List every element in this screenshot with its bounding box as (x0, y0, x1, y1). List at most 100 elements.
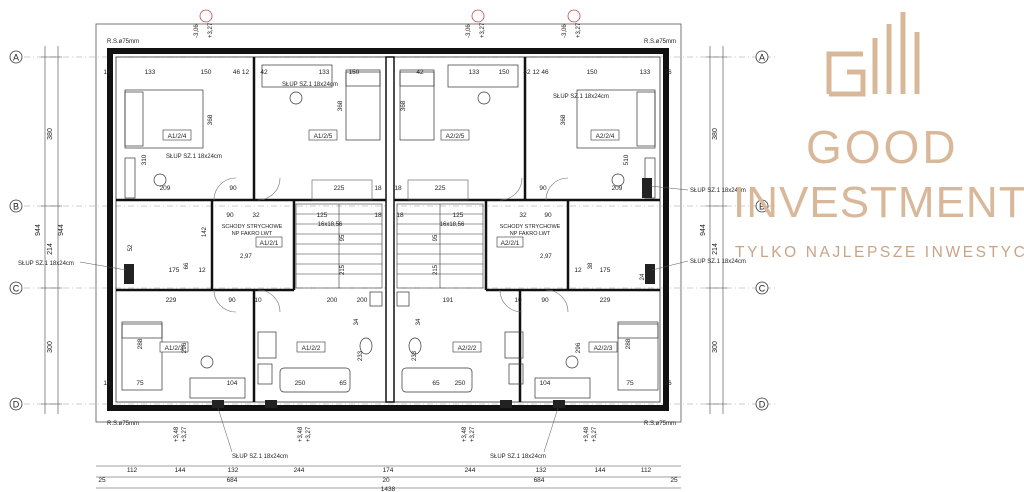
dim-top-12: 133 (640, 69, 651, 76)
level-side-1: -3,06 (194, 24, 200, 38)
dim-misc-4: 215 (433, 264, 439, 275)
vent-label-top-left: R.S.ø75mm (107, 39, 139, 45)
dim-top-9: 150 (499, 69, 510, 76)
level-bottom-2: +3,48 (298, 426, 304, 442)
dim-inner-b-1: 12 (198, 267, 206, 274)
column-label-3: SŁUP SZ.1 18x24cm (166, 154, 222, 160)
level-marks: +3,27 -3,06 +3,27 -3,06 +3,27 -3,06 2,97… (174, 9, 598, 442)
dim-right-380: 380 (712, 128, 719, 140)
dim-mid-2: 225 (334, 185, 345, 192)
dim-misc-13: 52 (128, 244, 134, 251)
dim-bottom-4: 65 (339, 380, 347, 387)
dim-misc-11: 24 (130, 273, 136, 280)
grid-label-a-left: A (13, 53, 19, 63)
stair-dims-right: 16x18,56 (440, 222, 465, 228)
stair-dims-left: 16x18,56 (318, 222, 343, 228)
dim-lower-4: 200 (357, 297, 368, 304)
staircase-right (396, 203, 484, 289)
dim-right-214: 214 (712, 243, 719, 255)
room-tag-a1-2-4: A1/2/4 (168, 133, 187, 140)
dim-top-13: 16 (664, 69, 672, 76)
room-tag-a1-2-1: A1/2/1 (260, 240, 279, 247)
watermark-investment: INVESTMENT (733, 178, 1024, 227)
level-bottom-1b: +3,27 (182, 426, 188, 442)
dim-top-0: 16 (103, 69, 111, 76)
stairs-label-right-2: NP FAKRO LWT (510, 231, 551, 237)
level-mid-left: 2,97 (240, 254, 252, 260)
dim-misc-9: 34 (354, 318, 360, 325)
party-wall (385, 56, 395, 403)
dim-room-height-7: 296 (575, 342, 582, 353)
stairs-label-left-1: SCHODY STRYCHOWE (222, 224, 283, 230)
grid-label-b-right: B (759, 202, 765, 212)
dim-inner-a-7: 90 (544, 212, 552, 219)
dim-bottom-8: 75 (626, 380, 634, 387)
level-bottom-2b: +3,27 (306, 426, 312, 442)
dim-lower-6: 10 (514, 297, 522, 304)
watermark-logo (826, 12, 920, 97)
dim-mid-3: 18 (374, 185, 382, 192)
dim-top-11: 150 (587, 69, 598, 76)
watermark-tagline: TYLKO NAJLEPSZE INWESTYCJE (735, 244, 1024, 261)
grid-label-d-left: D (13, 400, 20, 410)
dim-lower-0: 229 (166, 297, 177, 304)
dim-right-300: 300 (712, 341, 719, 353)
dim-inner-a-5: 125 (453, 212, 464, 219)
dim-inner-a-1: 32 (252, 212, 260, 219)
dim-mid-0: 209 (160, 185, 171, 192)
dim-top-10: 42 12 46 (523, 69, 549, 76)
grid-bubble-c-left (9, 281, 23, 295)
level-top-1: +3,27 (208, 22, 214, 38)
room-tags: A1/2/4 A1/2/5 A1/2/1 A1/2/2 A1/2/3 A2/2/… (159, 129, 620, 353)
column-label-6: SŁUP SZ.1 18x24cm (690, 259, 746, 265)
furniture-desks (124, 64, 656, 399)
column-label-8: SŁUP SZ.1 18x24cm (490, 454, 546, 460)
column-leaders (79, 185, 689, 453)
level-bottom-4: +3,48 (584, 426, 590, 442)
dim-inner-b-3: 175 (600, 267, 611, 274)
vent-label-bottom-left: R.S.ø75mm (107, 421, 139, 427)
room-tag-a1-2-2: A1/2/2 (302, 345, 321, 352)
dim-lower-7: 90 (541, 297, 549, 304)
dim-lower-1: 90 (228, 297, 236, 304)
dim-chain2-4: 25 (670, 477, 678, 484)
dim-chain-total: 1438 (381, 486, 396, 492)
column-label-4: SŁUP SZ.1 18x24cm (690, 188, 746, 194)
dim-inner-a-4: 18 (396, 212, 404, 219)
dim-misc-10: 34 (416, 318, 422, 325)
dim-bottom-9: 16 (664, 380, 672, 387)
room-tag-a2-2-5: A2/2/5 (446, 133, 465, 140)
watermark-good: GOOD (806, 121, 959, 173)
column-label-2: SŁUP SZ.1 18x24cm (553, 94, 609, 100)
dim-bottom-6: 250 (455, 380, 466, 387)
room-tag-a2-2-3: A2/2/3 (594, 345, 613, 352)
level-top-2: +3,27 (480, 22, 486, 38)
grid-label-d-right: D (759, 400, 766, 410)
attic-hatch-right (407, 179, 469, 201)
grid-bubble-b-left (9, 199, 23, 213)
attic-hatch-left (311, 179, 373, 201)
dim-misc-1: 95 (340, 234, 346, 241)
dim-mid-7: 209 (612, 185, 623, 192)
dim-misc-3: 215 (340, 264, 346, 275)
dim-room-height-3: 368 (560, 114, 567, 125)
dim-mid-1: 90 (229, 185, 237, 192)
dim-chain2-0: 25 (98, 477, 106, 484)
dim-misc-8: 38 (588, 262, 594, 269)
level-mid-right: 2,97 (540, 254, 552, 260)
level-bottom-4b: +3,27 (592, 426, 598, 442)
dim-bottom-7: 104 (540, 380, 551, 387)
dim-inner-a-0: 90 (226, 212, 234, 219)
grid-label-c-left: C (13, 284, 20, 294)
dim-lower-2: 10 (254, 297, 262, 304)
room-tag-a2-2-2: A2/2/2 (458, 345, 477, 352)
level-bottom-3b: +3,27 (470, 426, 476, 442)
dim-inner-a-3: 18 (374, 212, 382, 219)
room-tag-a2-2-4: A2/2/4 (596, 133, 615, 140)
dim-lower-8: 229 (600, 297, 611, 304)
dim-top-2: 150 (201, 69, 212, 76)
dim-inner-a-6: 32 (519, 212, 527, 219)
grid-label-a-right: A (759, 53, 765, 63)
grid-label-c-right: C (759, 284, 766, 294)
level-bottom-3: +3,48 (462, 426, 468, 442)
